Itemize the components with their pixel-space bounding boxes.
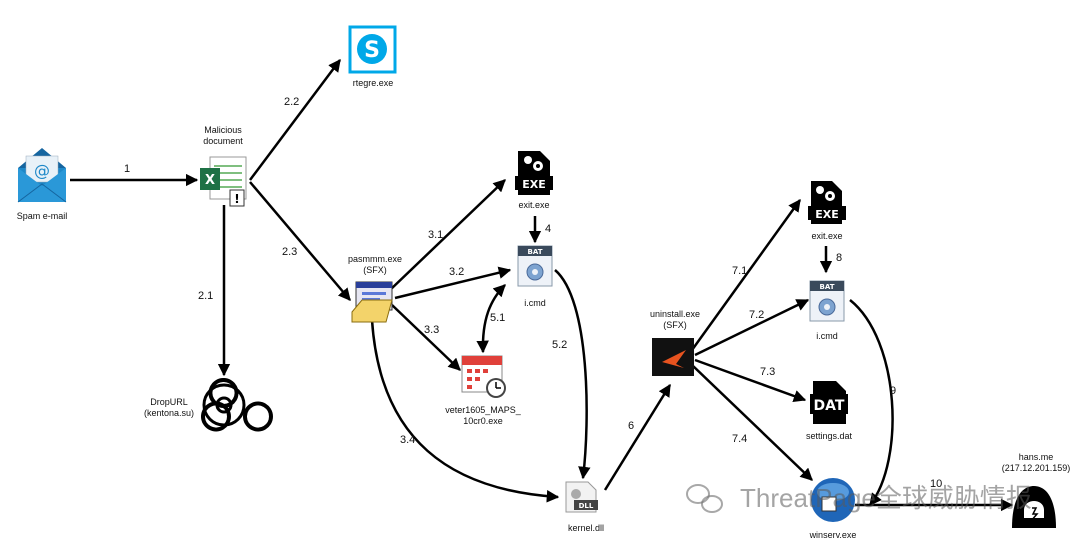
wechat-logo-icon — [686, 484, 723, 513]
edge-label-6: 6 — [628, 420, 635, 432]
i-cmd-label: i.cmd — [524, 298, 546, 308]
svg-text:!: ! — [234, 192, 239, 206]
edge-3-2 — [394, 266, 512, 300]
dropurl-label-line1: DropURL — [150, 397, 188, 407]
excel-document-icon: X ! — [200, 156, 247, 207]
svg-text:@: @ — [34, 161, 50, 180]
edge-label-2-3: 2.3 — [282, 246, 298, 258]
edge-label-2-2: 2.2 — [284, 96, 300, 108]
settings-dat-label: settings.dat — [805, 431, 853, 441]
edge-3-3 — [391, 304, 461, 371]
edge-9 — [849, 299, 894, 506]
kernel-dll-label: kernel.dll — [567, 523, 605, 533]
edge-label-3-1: 3.1 — [428, 229, 444, 241]
dll-file-icon — [565, 481, 598, 513]
i-cmd-label-2: i.cmd — [816, 331, 838, 341]
biohazard-icon — [201, 378, 273, 432]
edge-label-4: 4 — [545, 223, 552, 235]
edge-label-3-2: 3.2 — [449, 266, 465, 278]
edge-label-5-2: 5.2 — [552, 339, 568, 351]
bat-icon-text: BAT — [528, 248, 543, 256]
pasmmm-label-line1: pasmmm.exe — [347, 254, 402, 264]
edge-label-3-4: 3.4 — [400, 434, 416, 446]
edge-2-2 — [249, 59, 341, 181]
edge-label-8: 8 — [836, 252, 843, 264]
email-icon: @ — [17, 148, 67, 203]
calendar-icon — [461, 355, 506, 398]
svg-text:X: X — [205, 173, 215, 188]
edge-label-7-2: 7.2 — [749, 309, 765, 321]
edge-5-1 — [476, 284, 506, 354]
edge-label-2-1: 2.1 — [198, 290, 214, 302]
edge-label-10: 10 — [930, 478, 943, 490]
veter-label: veter1605_MAPS_ 10cr0.exe — [440, 405, 526, 427]
hans-label-line2: (217.12.201.159) — [1001, 463, 1071, 473]
malicious-document-label: Malicious document — [190, 125, 256, 147]
uninstall-label-line2: (SFX) — [663, 320, 687, 330]
dat-file-icon — [810, 381, 848, 424]
exe-icon-text: EXE — [522, 178, 546, 191]
bat-icon-text-2: BAT — [820, 283, 835, 291]
veter-label-line2: 10cr0.exe — [463, 416, 503, 426]
edge-label-7-4: 7.4 — [732, 433, 748, 445]
uninstall-label-line1: uninstall.exe — [649, 309, 701, 319]
exe-file-icon-2 — [808, 181, 846, 224]
bat-file-icon-2 — [809, 280, 845, 322]
dat-icon-text: DAT — [814, 398, 845, 414]
svg-text:S: S — [364, 38, 380, 63]
edge-7-4 — [691, 364, 813, 481]
edge-3-1 — [389, 179, 506, 291]
bat-file-icon — [517, 245, 553, 287]
installer-icon — [351, 281, 393, 323]
veter-label-line1: veter1605_MAPS_ — [445, 405, 521, 415]
pasmmm-label-line2: (SFX) — [363, 265, 387, 275]
edges — [70, 59, 1014, 512]
exit-exe-label-2: exit.exe — [811, 231, 843, 241]
edge-7-1 — [690, 198, 802, 351]
edge-label-1: 1 — [124, 163, 131, 175]
edge-label-7-3: 7.3 — [760, 366, 776, 378]
hans-label: hans.me (217.12.201.159) — [996, 452, 1076, 474]
exe-icon-text-2: EXE — [815, 208, 839, 221]
exit-exe-label: exit.exe — [518, 200, 550, 210]
hans-label-line1: hans.me — [1018, 452, 1054, 462]
skype-icon: S — [348, 25, 397, 74]
edge-label-3-3: 3.3 — [424, 324, 440, 336]
uninstall-label: uninstall.exe (SFX) — [640, 309, 710, 331]
dll-icon-text: DLL — [579, 502, 594, 510]
uninstall-icon — [652, 338, 694, 376]
hacker-icon — [1012, 486, 1056, 528]
globe-icon — [811, 478, 855, 522]
edge-7-3 — [694, 358, 807, 403]
edge-6 — [603, 383, 672, 491]
winserv-label: winserv.exe — [809, 530, 857, 540]
edge-label-7-1: 7.1 — [732, 265, 748, 277]
watermark-text: ThreatPage全球威胁情报 — [740, 483, 1032, 513]
malicious-document-label-line1: Malicious — [204, 125, 242, 135]
edge-5-2 — [554, 269, 591, 480]
malicious-document-label-line2: document — [203, 136, 243, 146]
rtegre-label: rtegre.exe — [352, 78, 394, 88]
pasmmm-label: pasmmm.exe (SFX) — [340, 254, 410, 276]
edge-7-2 — [694, 298, 810, 357]
edge-2-3 — [249, 181, 351, 301]
dropurl-label: DropURL (kentona.su) — [136, 397, 202, 419]
dropurl-label-line2: (kentona.su) — [143, 408, 195, 418]
spam-email-label: Spam e-mail — [16, 211, 68, 221]
edge-label-5-1: 5.1 — [490, 312, 506, 324]
exe-file-icon — [515, 151, 553, 195]
edge-label-9: 9 — [890, 385, 897, 397]
edge-3-4 — [370, 319, 560, 503]
